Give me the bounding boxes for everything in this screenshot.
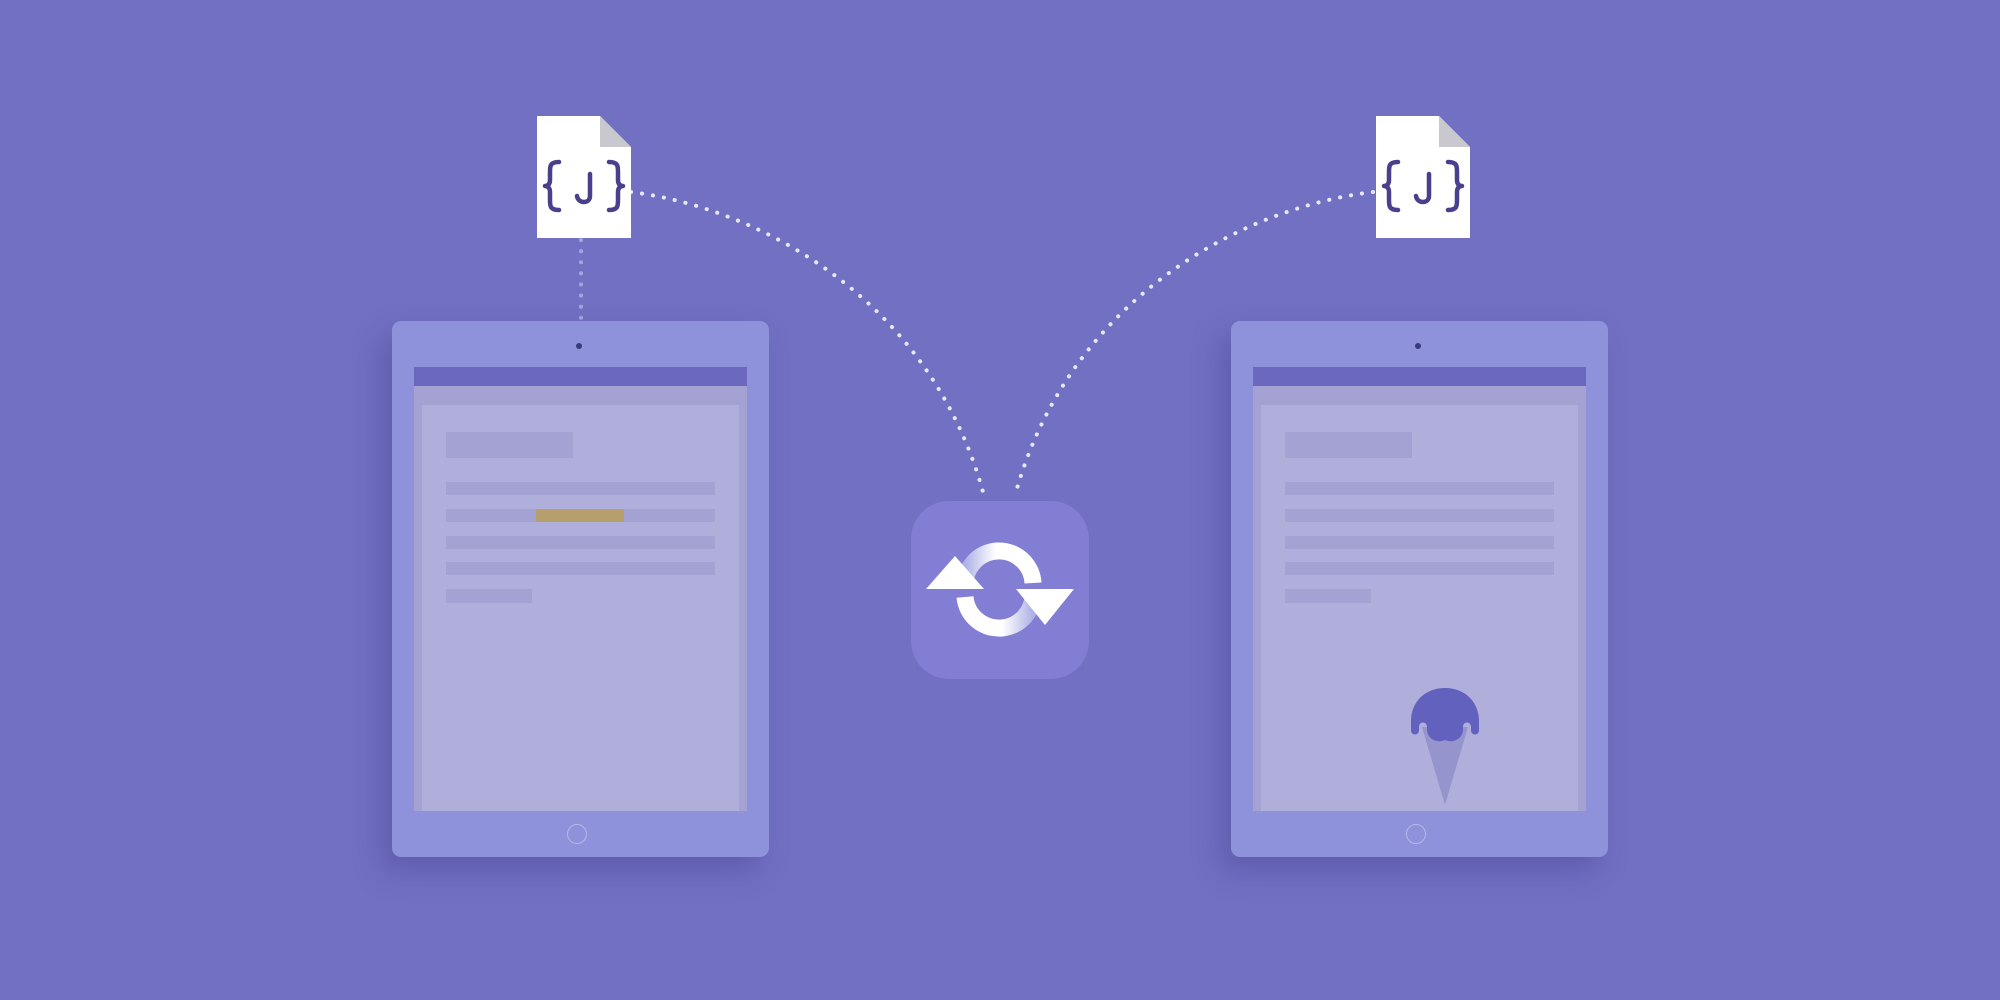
placeholder-line (1285, 562, 1554, 575)
placeholder-line (1285, 482, 1554, 495)
highlighted-text (536, 509, 624, 522)
sync-app-icon (911, 501, 1089, 679)
tablet-screen (414, 367, 747, 811)
ice-cream-icon (1411, 688, 1479, 805)
content-panel (1261, 405, 1578, 811)
left-json-to-sync-connector (629, 190, 985, 494)
placeholder-button (446, 589, 532, 603)
placeholder-line (446, 562, 715, 575)
tablet-camera (1415, 343, 1421, 349)
tablet-left (392, 321, 769, 857)
placeholder-line (1285, 509, 1554, 522)
home-button (567, 824, 587, 844)
sync-icon (926, 542, 1074, 637)
placeholder-line (1285, 536, 1554, 549)
placeholder-line (446, 536, 715, 549)
tablet-screen (1253, 367, 1586, 811)
placeholder-title (1285, 432, 1412, 458)
placeholder-button (1285, 589, 1371, 603)
content-panel (422, 405, 739, 811)
placeholder-title (446, 432, 573, 458)
tablet-camera (576, 343, 582, 349)
json-file-right (1376, 116, 1470, 238)
screen-top-bar (414, 367, 747, 386)
placeholder-line (446, 482, 715, 495)
json-file-icon (537, 116, 631, 238)
home-button (1406, 824, 1426, 844)
screen-top-bar (1253, 367, 1586, 386)
tablet-right (1231, 321, 1608, 857)
json-file-left (537, 116, 631, 238)
json-file-icon (1376, 116, 1470, 238)
